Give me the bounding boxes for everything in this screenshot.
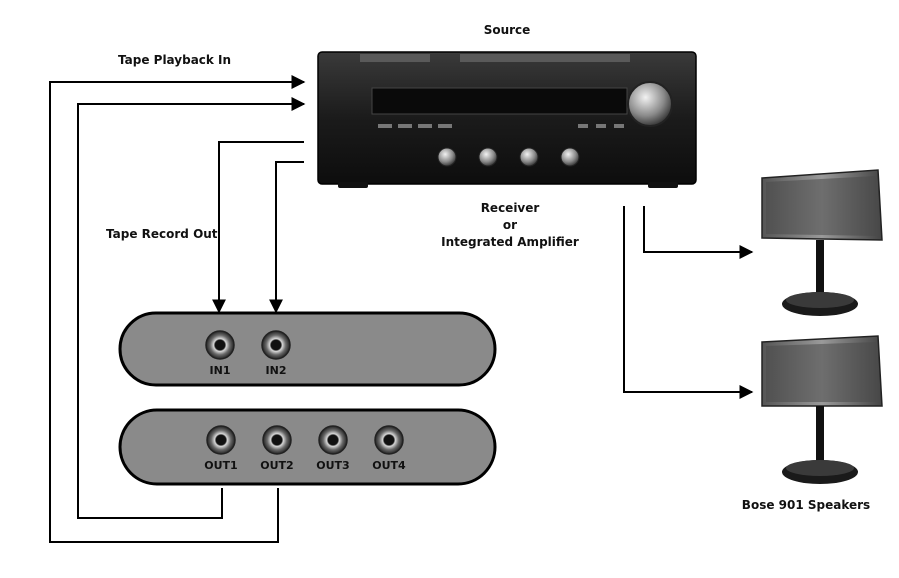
amp-buttons xyxy=(378,124,624,128)
amplifier xyxy=(317,51,697,188)
jack-in2: IN2 xyxy=(261,330,291,377)
jack-label-out2: OUT2 xyxy=(260,459,293,472)
input-box: IN1 IN2 xyxy=(118,311,497,387)
jack-label-out1: OUT1 xyxy=(204,459,237,472)
amp-small-knobs xyxy=(437,147,580,167)
speaker-top xyxy=(761,169,883,316)
source-label: Source xyxy=(484,23,531,37)
receiver-label-line1: Receiver xyxy=(481,201,540,215)
tape-playback-in-label: Tape Playback In xyxy=(118,53,231,67)
receiver-label-line3: Integrated Amplifier xyxy=(441,235,579,249)
jack-label-out4: OUT4 xyxy=(372,459,406,472)
speaker-wiring xyxy=(623,206,754,399)
speakers-label: Bose 901 Speakers xyxy=(742,498,870,512)
output-box: OUT1 OUT2 OUT3 OUT4 xyxy=(118,408,497,486)
jack-in1: IN1 xyxy=(205,330,235,377)
jack-label-in2: IN2 xyxy=(266,364,287,377)
jack-out3: OUT3 xyxy=(316,425,350,472)
jack-out2: OUT2 xyxy=(260,425,294,472)
jack-label-in1: IN1 xyxy=(210,364,231,377)
amp-display xyxy=(371,87,628,115)
jack-out4: OUT4 xyxy=(372,425,406,472)
amp-vents xyxy=(360,54,630,62)
tape-record-wiring xyxy=(212,141,304,314)
jack-label-out3: OUT3 xyxy=(316,459,349,472)
tape-playback-wiring xyxy=(49,75,306,543)
volume-knob xyxy=(627,81,673,127)
receiver-label-line2: or xyxy=(503,218,517,232)
jack-out1: OUT1 xyxy=(204,425,238,472)
tape-record-out-label: Tape Record Out xyxy=(106,227,218,241)
speaker-bottom xyxy=(761,335,883,484)
